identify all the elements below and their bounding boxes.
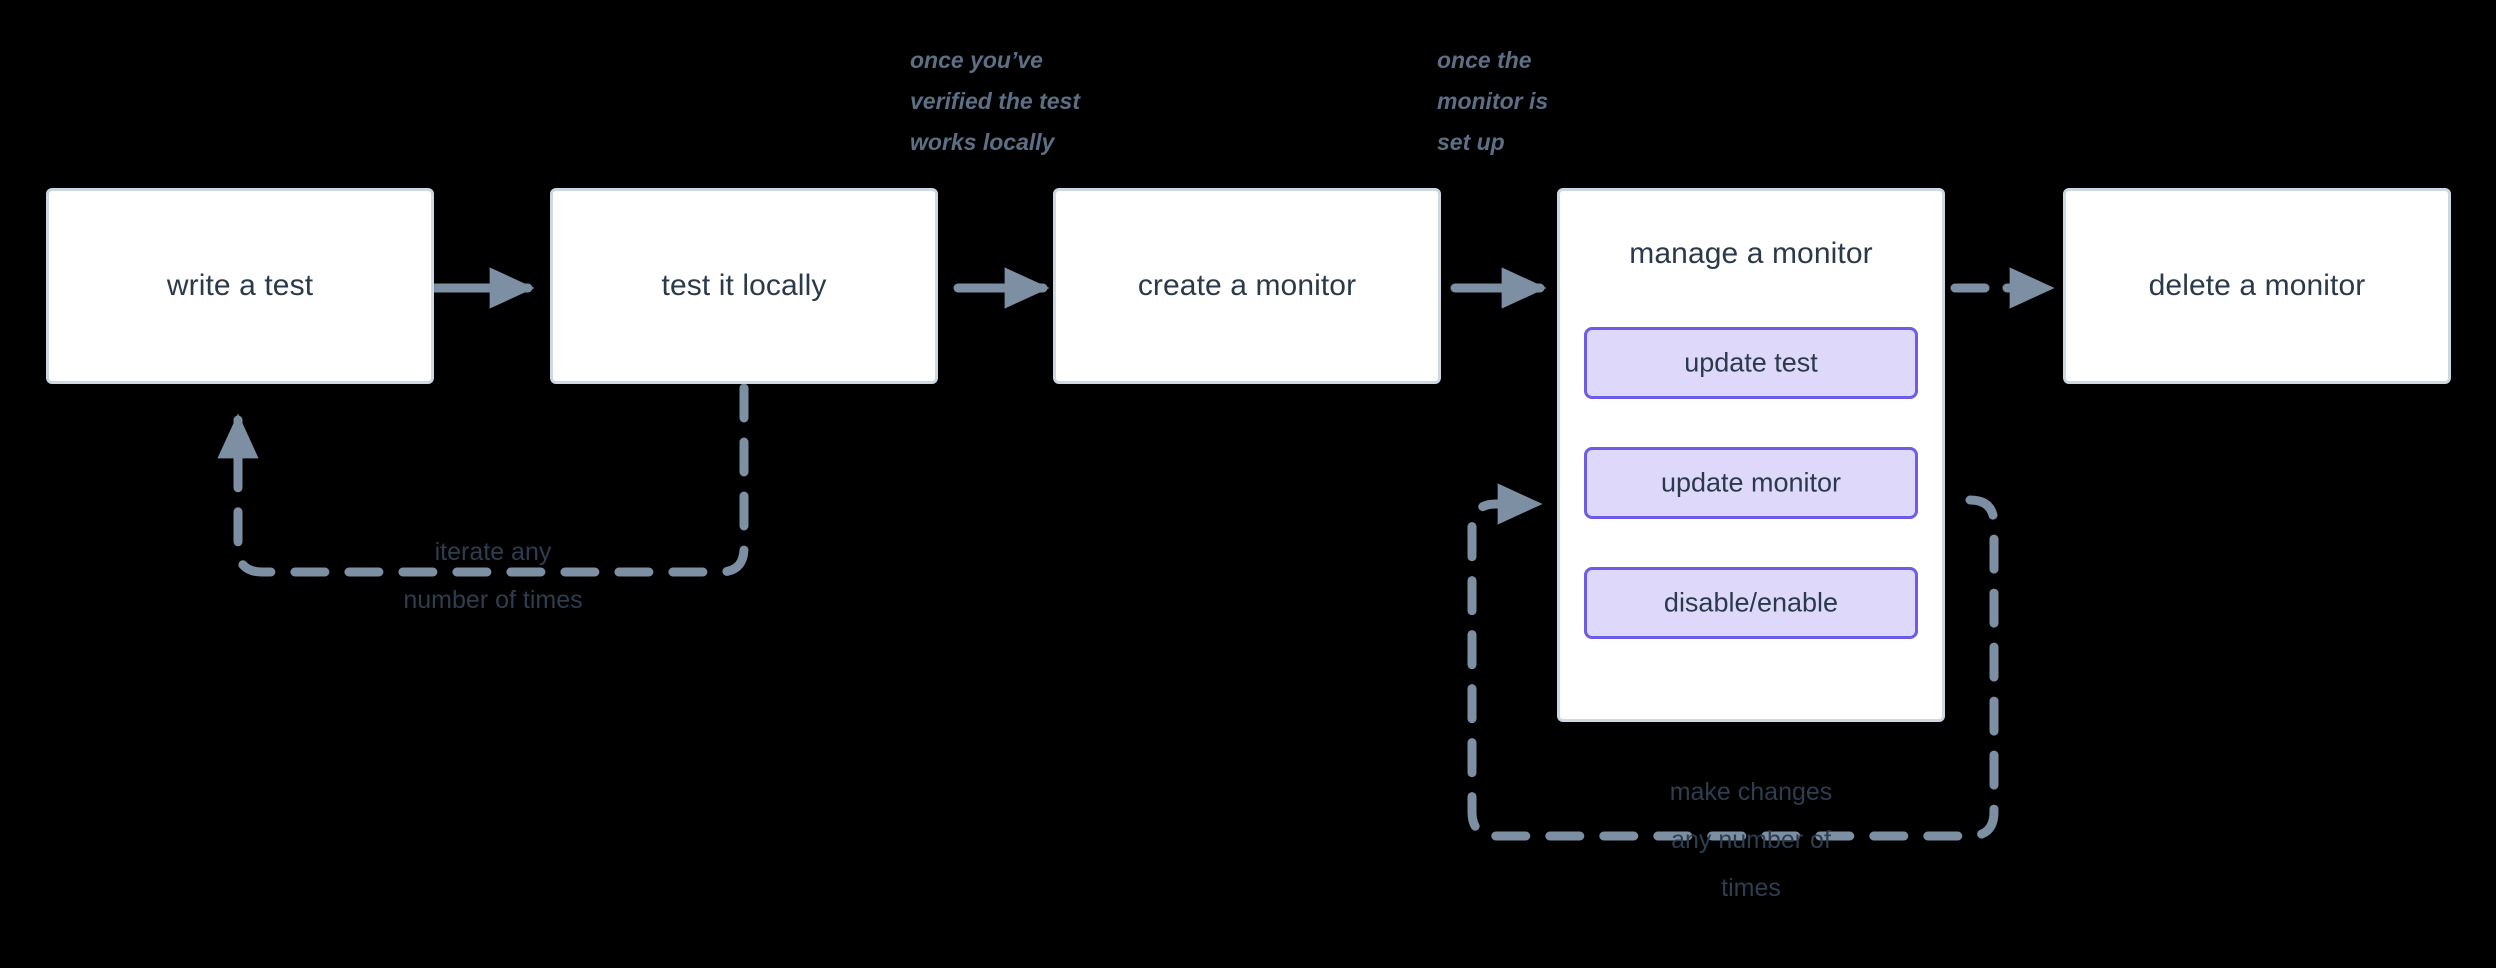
node-test-it-locally[interactable]: test it locally: [550, 188, 938, 384]
annotation-verified-locally: once you’ve verified the test works loca…: [910, 47, 1080, 155]
node-label: delete a monitor: [2148, 269, 2366, 302]
sub-node-label: update monitor: [1660, 467, 1842, 498]
node-label: write a test: [166, 269, 314, 302]
sub-node-update-test[interactable]: update test: [1584, 327, 1918, 399]
node-create-a-monitor[interactable]: create a monitor: [1053, 188, 1441, 384]
sub-node-update-monitor[interactable]: update monitor: [1584, 447, 1918, 519]
node-label: create a monitor: [1137, 269, 1357, 302]
sub-node-disable-enable[interactable]: disable/enable: [1584, 567, 1918, 639]
loop-label-iterate: iterate any number of times: [403, 538, 583, 614]
sub-node-label: update test: [1684, 347, 1818, 378]
node-write-a-test[interactable]: write a test: [46, 188, 434, 384]
node-label: test it locally: [661, 269, 827, 302]
loop-label-make-changes: make changes any number of times: [1669, 778, 1833, 902]
annotation-monitor-set-up: once the monitor is set up: [1437, 47, 1549, 155]
node-manage-a-monitor[interactable]: manage a monitor update test update moni…: [1557, 188, 1945, 722]
sub-node-label: disable/enable: [1663, 587, 1839, 618]
node-label: manage a monitor: [1629, 237, 1873, 270]
node-delete-a-monitor[interactable]: delete a monitor: [2063, 188, 2451, 384]
